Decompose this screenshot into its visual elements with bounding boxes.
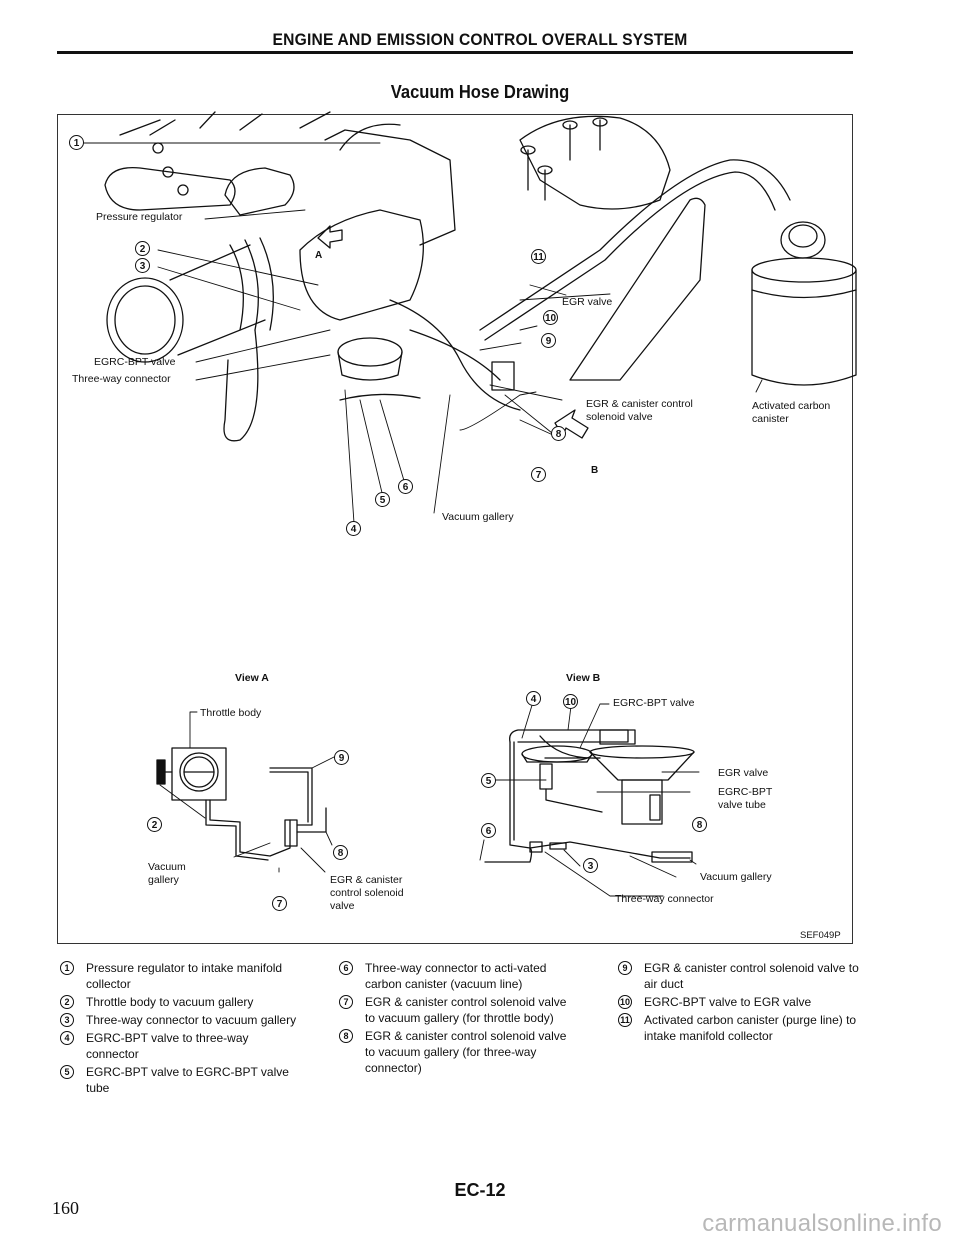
legend-column-3: 9 EGR & canister control solenoid valve t… (616, 960, 866, 1046)
label-three-way-connector: Three-way connector (72, 373, 171, 385)
callout-8: 8 (551, 426, 566, 441)
view-b-callout-3: 3 (583, 858, 598, 873)
view-a-marker: A (315, 250, 323, 261)
header-rule (57, 51, 853, 54)
legend-text: EGRC-BPT valve to EGRC-BPT valve tube (86, 1065, 289, 1095)
label-egr-canister-solenoid-2: solenoid valve (586, 411, 653, 423)
legend-number: 3 (60, 1013, 74, 1027)
view-b-marker: B (591, 465, 599, 476)
legend-number: 6 (339, 961, 353, 975)
view-a-title: View A (235, 672, 269, 684)
watermark: carmanualsonline.info (702, 1210, 942, 1237)
label-egr-valve: EGR valve (562, 296, 613, 308)
page-number: 160 (52, 1198, 79, 1218)
legend-text: Three-way connector to acti-vated carbon… (365, 961, 547, 991)
legend-item: 8 EGR & canister control solenoid valve t… (337, 1028, 575, 1076)
legend-item: 6 Three-way connector to acti-vated carbo… (337, 960, 575, 992)
label-egrc-bpt-tube: EGRC-BPT (718, 786, 773, 798)
callout-2: 2 (135, 241, 150, 256)
view-a-callout-8: 8 (333, 845, 348, 860)
legend-item: 10 EGRC-BPT valve to EGR valve (616, 994, 866, 1010)
label-vacuum-gallery-b: Vacuum gallery (700, 871, 772, 883)
label-vacuum-gallery-a-2: gallery (148, 874, 179, 886)
legend-text: EGR & canister control solenoid valve to… (365, 1029, 567, 1075)
view-a-callout-9: 9 (334, 750, 349, 765)
main-leader-lines (83, 142, 763, 524)
view-b-callout-10: 10 (563, 694, 578, 709)
view-a-callout-2: 2 (147, 817, 162, 832)
figure-frame (57, 114, 853, 944)
view-b-callout-6: 6 (481, 823, 496, 838)
callout-3: 3 (135, 258, 150, 273)
view-b-callout-4: 4 (526, 691, 541, 706)
legend-number: 1 (60, 961, 74, 975)
legend-item: 3 Three-way connector to vacuum gallery (58, 1012, 298, 1028)
legend-item: 1 Pressure regulator to intake manifold c… (58, 960, 298, 992)
view-a-illustration (156, 747, 327, 861)
callout-4: 4 (346, 521, 361, 536)
label-egrc-bpt-valve: EGRC-BPT valve (94, 356, 176, 368)
legend-number: 9 (618, 961, 632, 975)
label-activated-carbon-canister: Activated carbon (752, 400, 831, 412)
legend-number: 10 (618, 995, 632, 1009)
label-throttle-body: Throttle body (200, 707, 262, 719)
callout-6: 6 (398, 479, 413, 494)
label-vacuum-gallery-a: Vacuum (148, 861, 186, 873)
label-egr-canister-solenoid: EGR & canister control (586, 398, 693, 410)
label-three-way-connector-b: Three-way connector (615, 893, 714, 905)
legend-text: EGRC-BPT valve to three-way connector (86, 1031, 249, 1061)
view-b-title: View B (566, 672, 601, 684)
label-solenoid-a-2: control solenoid (330, 887, 404, 899)
legend-number: 11 (618, 1013, 632, 1027)
label-egrc-bpt-valve-b: EGRC-BPT valve (613, 697, 695, 709)
legend-text: EGR & canister control solenoid valve to… (365, 995, 567, 1025)
view-b-leader-lines (479, 701, 700, 897)
label-egr-valve-b: EGR valve (718, 767, 769, 779)
legend-column-2: 6 Three-way connector to acti-vated carbo… (337, 960, 575, 1078)
legend-item: 9 EGR & canister control solenoid valve t… (616, 960, 866, 992)
legend-text: EGRC-BPT valve to EGR valve (644, 995, 812, 1009)
view-b-callout-8: 8 (692, 817, 707, 832)
legend-item: 11 Activated carbon canister (purge line)… (616, 1012, 866, 1044)
label-activated-carbon-canister-2: canister (752, 413, 789, 425)
view-a-leader-lines (159, 711, 335, 873)
legend-number: 8 (339, 1029, 353, 1043)
legend-text: EGR & canister control solenoid valve to… (644, 961, 859, 991)
callout-7: 7 (531, 467, 546, 482)
label-solenoid-a-3: valve (330, 900, 355, 912)
page-header-title: ENGINE AND EMISSION CONTROL OVERALL SYST… (272, 30, 688, 49)
label-vacuum-gallery: Vacuum gallery (442, 511, 514, 523)
legend-column-1: 1 Pressure regulator to intake manifold c… (58, 960, 298, 1098)
view-b-callout-5: 5 (481, 773, 496, 788)
callout-5: 5 (375, 492, 390, 507)
section-code: EC-12 (454, 1180, 506, 1200)
view-b-illustration (484, 729, 695, 863)
callout-10: 10 (543, 310, 558, 325)
label-pressure-regulator: Pressure regulator (96, 211, 183, 223)
section-title: Vacuum Hose Drawing (390, 82, 570, 102)
view-a-callout-7: 7 (272, 896, 287, 911)
legend-item: 7 EGR & canister control solenoid valve t… (337, 994, 575, 1026)
legend-number: 2 (60, 995, 74, 1009)
label-solenoid-a: EGR & canister (330, 874, 403, 886)
callout-11: 11 (531, 249, 546, 264)
figure-id: SEF049P (800, 930, 841, 941)
legend-number: 5 (60, 1065, 74, 1079)
legend-number: 7 (339, 995, 353, 1009)
callout-1: 1 (69, 135, 84, 150)
callout-9: 9 (541, 333, 556, 348)
legend-text: Throttle body to vacuum gallery (86, 995, 254, 1009)
legend-item: 4 EGRC-BPT valve to three-way connector (58, 1030, 298, 1062)
label-egrc-bpt-tube-2: valve tube (718, 799, 766, 811)
legend-item: 5 EGRC-BPT valve to EGRC-BPT valve tube (58, 1064, 298, 1096)
legend-text: Pressure regulator to intake manifold co… (86, 961, 283, 991)
legend-text: Three-way connector to vacuum gallery (86, 1013, 297, 1027)
legend-item: 2 Throttle body to vacuum gallery (58, 994, 298, 1010)
legend-text: Activated carbon canister (purge line) t… (644, 1013, 857, 1043)
engine-illustration (104, 111, 857, 442)
legend-number: 4 (60, 1031, 74, 1045)
